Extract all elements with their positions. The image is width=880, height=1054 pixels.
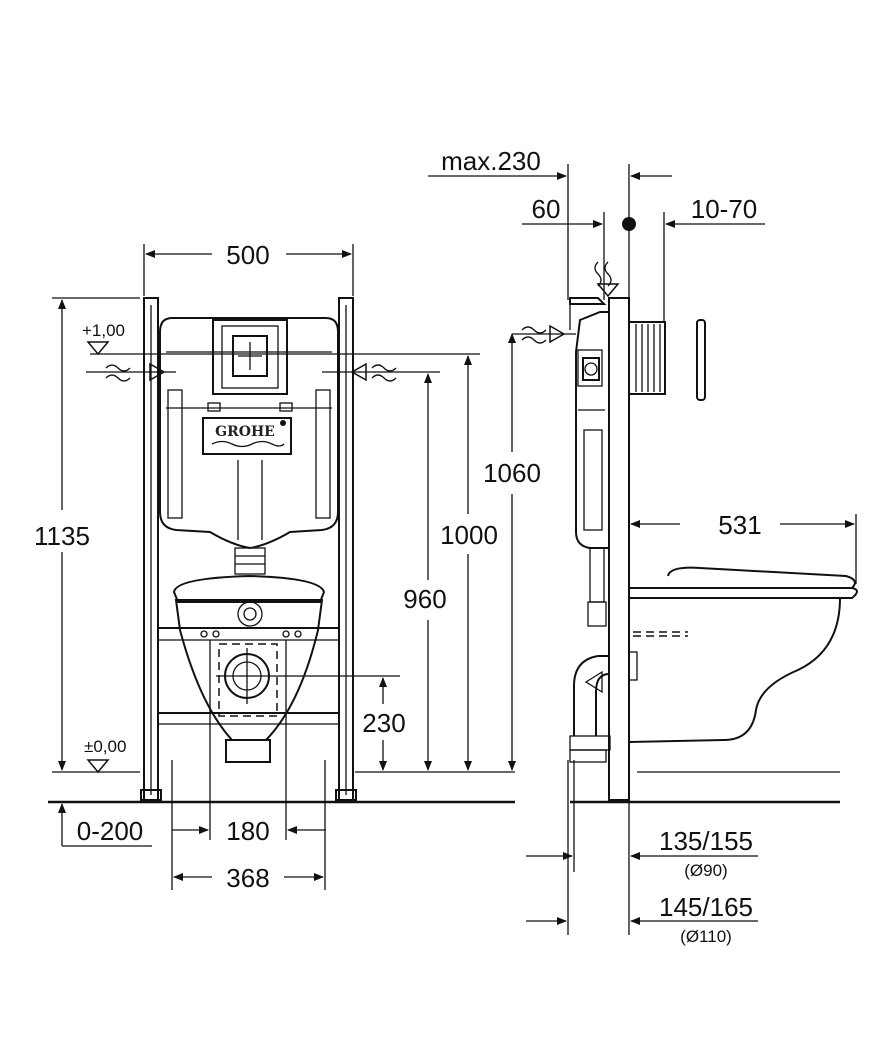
height-960-label: 960 xyxy=(403,584,446,614)
dim-drain-90: 135/155 (Ø90) xyxy=(526,760,758,880)
dim-height-230: 230 xyxy=(362,677,406,771)
bolt-spacing-label: 180 xyxy=(226,816,269,846)
dim-bowl-width: 368 xyxy=(173,863,324,893)
level-floor-label: ±0,00 xyxy=(84,737,126,756)
drain-110-label: 145/165 xyxy=(659,892,753,922)
dim-height-960: 960 xyxy=(403,373,447,771)
drain-90-diameter: (Ø90) xyxy=(684,861,727,880)
dim-width-500: 500 xyxy=(143,240,354,296)
dim-10-70: 10-70 xyxy=(622,194,765,322)
width-label: 500 xyxy=(226,240,269,270)
height-1000-label: 1000 xyxy=(440,520,498,550)
dim-height-1060: 1060 xyxy=(483,333,541,771)
dim-floor-depth: 0-200 xyxy=(58,803,152,847)
dim-drain-110: 145/165 (Ø110) xyxy=(526,760,758,946)
max-depth-label: max.230 xyxy=(441,146,541,176)
wc-bowl-side xyxy=(569,566,858,763)
projection-label: 531 xyxy=(718,510,761,540)
flush-water-symbol xyxy=(594,261,620,298)
dim-projection-531: 531 xyxy=(630,510,857,584)
level-marker-top: +1,00 xyxy=(82,321,125,356)
water-inlet-left xyxy=(86,362,176,382)
front-view-frame xyxy=(140,297,357,801)
height-230-label: 230 xyxy=(362,708,405,738)
dim-bolt-spacing: 180 xyxy=(172,816,326,846)
dim-height-1135: 1135 xyxy=(34,299,90,771)
water-inlet-right xyxy=(322,362,440,382)
height-1060-label: 1060 xyxy=(483,458,541,488)
depth-60-label: 60 xyxy=(532,194,561,224)
water-inlet-side xyxy=(512,324,576,344)
side-view-frame xyxy=(608,297,630,801)
cistern-side xyxy=(569,297,610,627)
dim-60: 60 xyxy=(522,194,605,300)
dim-height-1000: 1000 xyxy=(440,355,498,771)
grohe-logo: GROHE xyxy=(215,424,275,440)
wc-bowl-front xyxy=(171,574,400,890)
wall-range-label: 10-70 xyxy=(691,194,758,224)
flush-plate-side xyxy=(628,319,706,401)
bowl-width-label: 368 xyxy=(226,863,269,893)
cistern-front: GROHE xyxy=(159,317,339,575)
height-1135-label: 1135 xyxy=(34,521,90,551)
drain-110-diameter: (Ø110) xyxy=(680,927,732,946)
floor-lines xyxy=(48,771,840,804)
drain-90-label: 135/155 xyxy=(659,826,753,856)
floor-depth-label: 0-200 xyxy=(77,816,144,846)
level-marker-floor: ±0,00 xyxy=(84,737,126,774)
level-top-label: +1,00 xyxy=(82,321,125,340)
dim-max-230: max.230 xyxy=(428,146,672,300)
